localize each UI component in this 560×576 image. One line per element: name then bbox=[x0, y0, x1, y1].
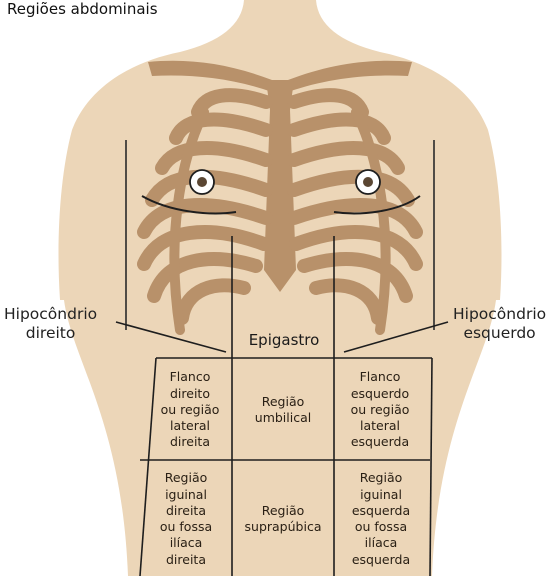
region-iliac-left: Região iguinal esquerda ou fossa ilíaca … bbox=[334, 462, 428, 576]
region-flank-left: Flanco esquerdo ou região lateral esquer… bbox=[334, 362, 426, 458]
caption: Regiões abdominais bbox=[4, 0, 161, 18]
region-iliac-right: Região iguinal direita ou fossa ilíaca d… bbox=[140, 462, 232, 576]
region-flank-right: Flanco direito ou região lateral direita bbox=[148, 362, 232, 458]
region-suprapubic: Região suprapúbica bbox=[232, 462, 334, 576]
label-hypochondrium-left: Hipocôndrio esquerdo bbox=[453, 305, 546, 343]
nipple-right bbox=[190, 170, 214, 194]
label-hypochondrium-right: Hipocôndrio direito bbox=[4, 305, 97, 343]
label-epigastrium: Epigastro bbox=[234, 331, 334, 349]
region-umbilical: Região umbilical bbox=[232, 362, 334, 458]
nipple-left bbox=[356, 170, 380, 194]
